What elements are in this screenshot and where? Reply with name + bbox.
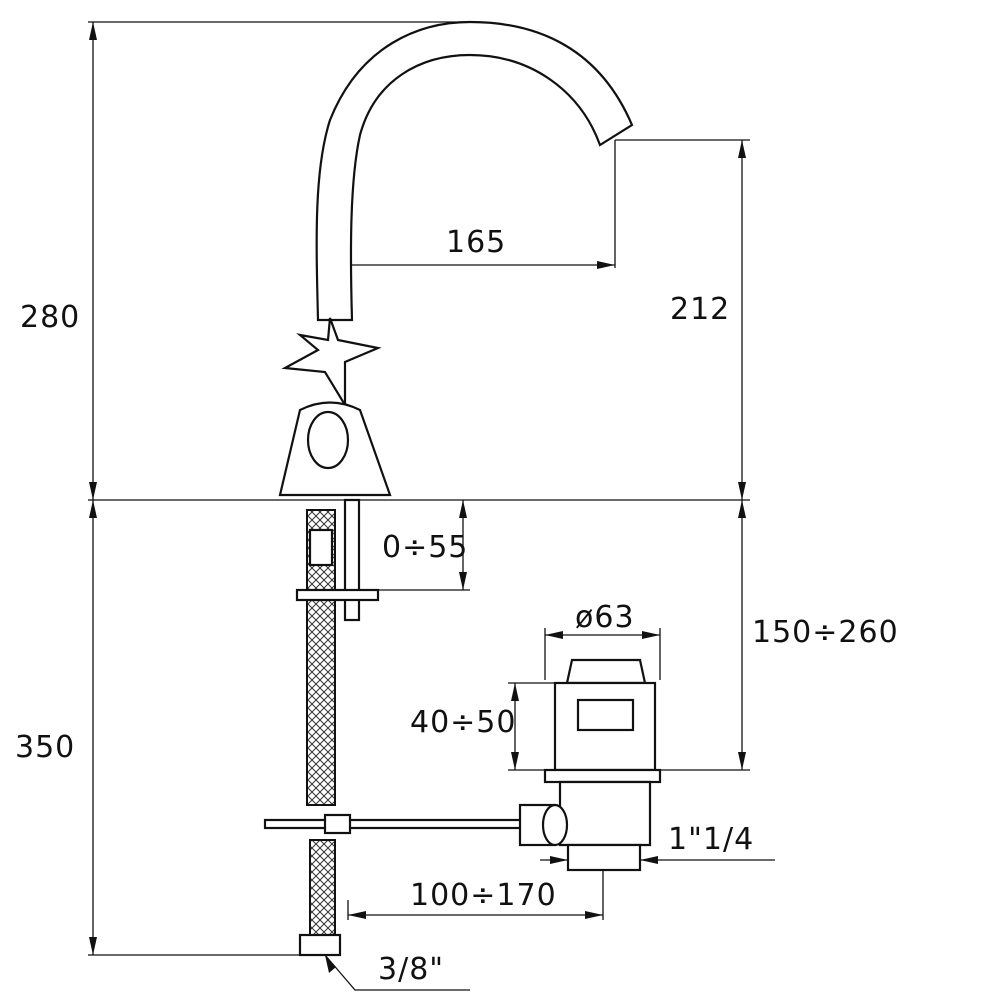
dim-thread-1-1-4: 1"1/4	[668, 822, 755, 857]
dim-350: 350	[15, 730, 76, 765]
dim-3-8: 3/8"	[378, 952, 445, 987]
dim-diameter-63: ø63	[575, 600, 635, 635]
faucet	[278, 20, 634, 497]
dim-165: 165	[446, 225, 507, 260]
arrowheads	[89, 22, 746, 973]
supply-hose	[263, 498, 529, 957]
pop-up-waste	[518, 658, 662, 872]
dim-100-170: 100÷170	[410, 878, 557, 913]
dim-212: 212	[670, 292, 731, 327]
dim-40-50: 40÷50	[410, 705, 517, 740]
dim-150-260: 150÷260	[752, 615, 899, 650]
dim-280: 280	[20, 300, 81, 335]
cross-handle	[281, 317, 382, 409]
dim-0-55: 0÷55	[382, 530, 469, 565]
